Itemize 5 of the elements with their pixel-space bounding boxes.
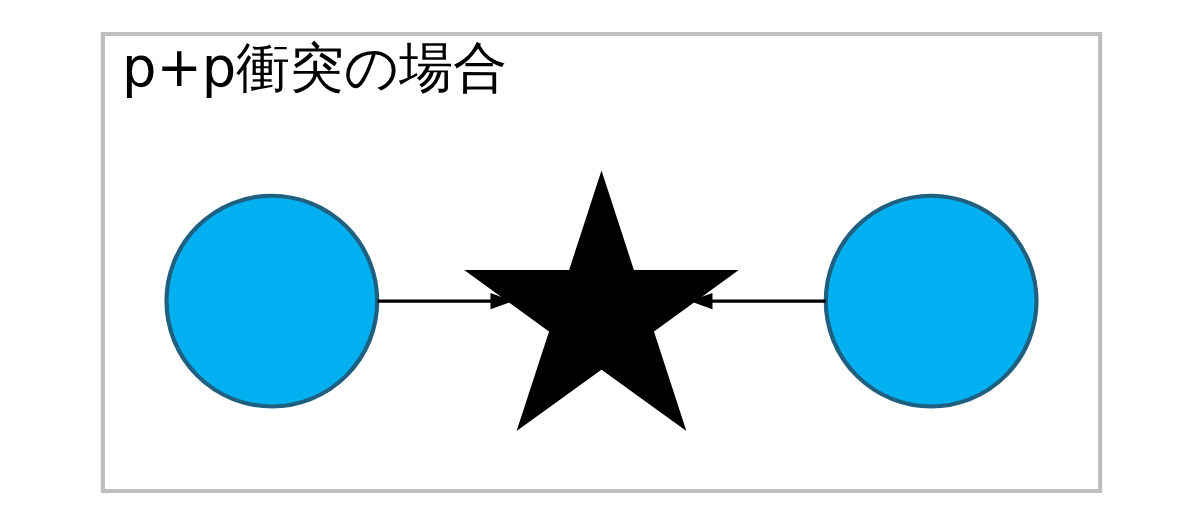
node-circle (163, 193, 379, 409)
arrow (376, 292, 513, 309)
node-circle (823, 193, 1039, 409)
cluster: p+p衝突の場合 (100, 31, 1102, 493)
node-star (463, 169, 739, 431)
